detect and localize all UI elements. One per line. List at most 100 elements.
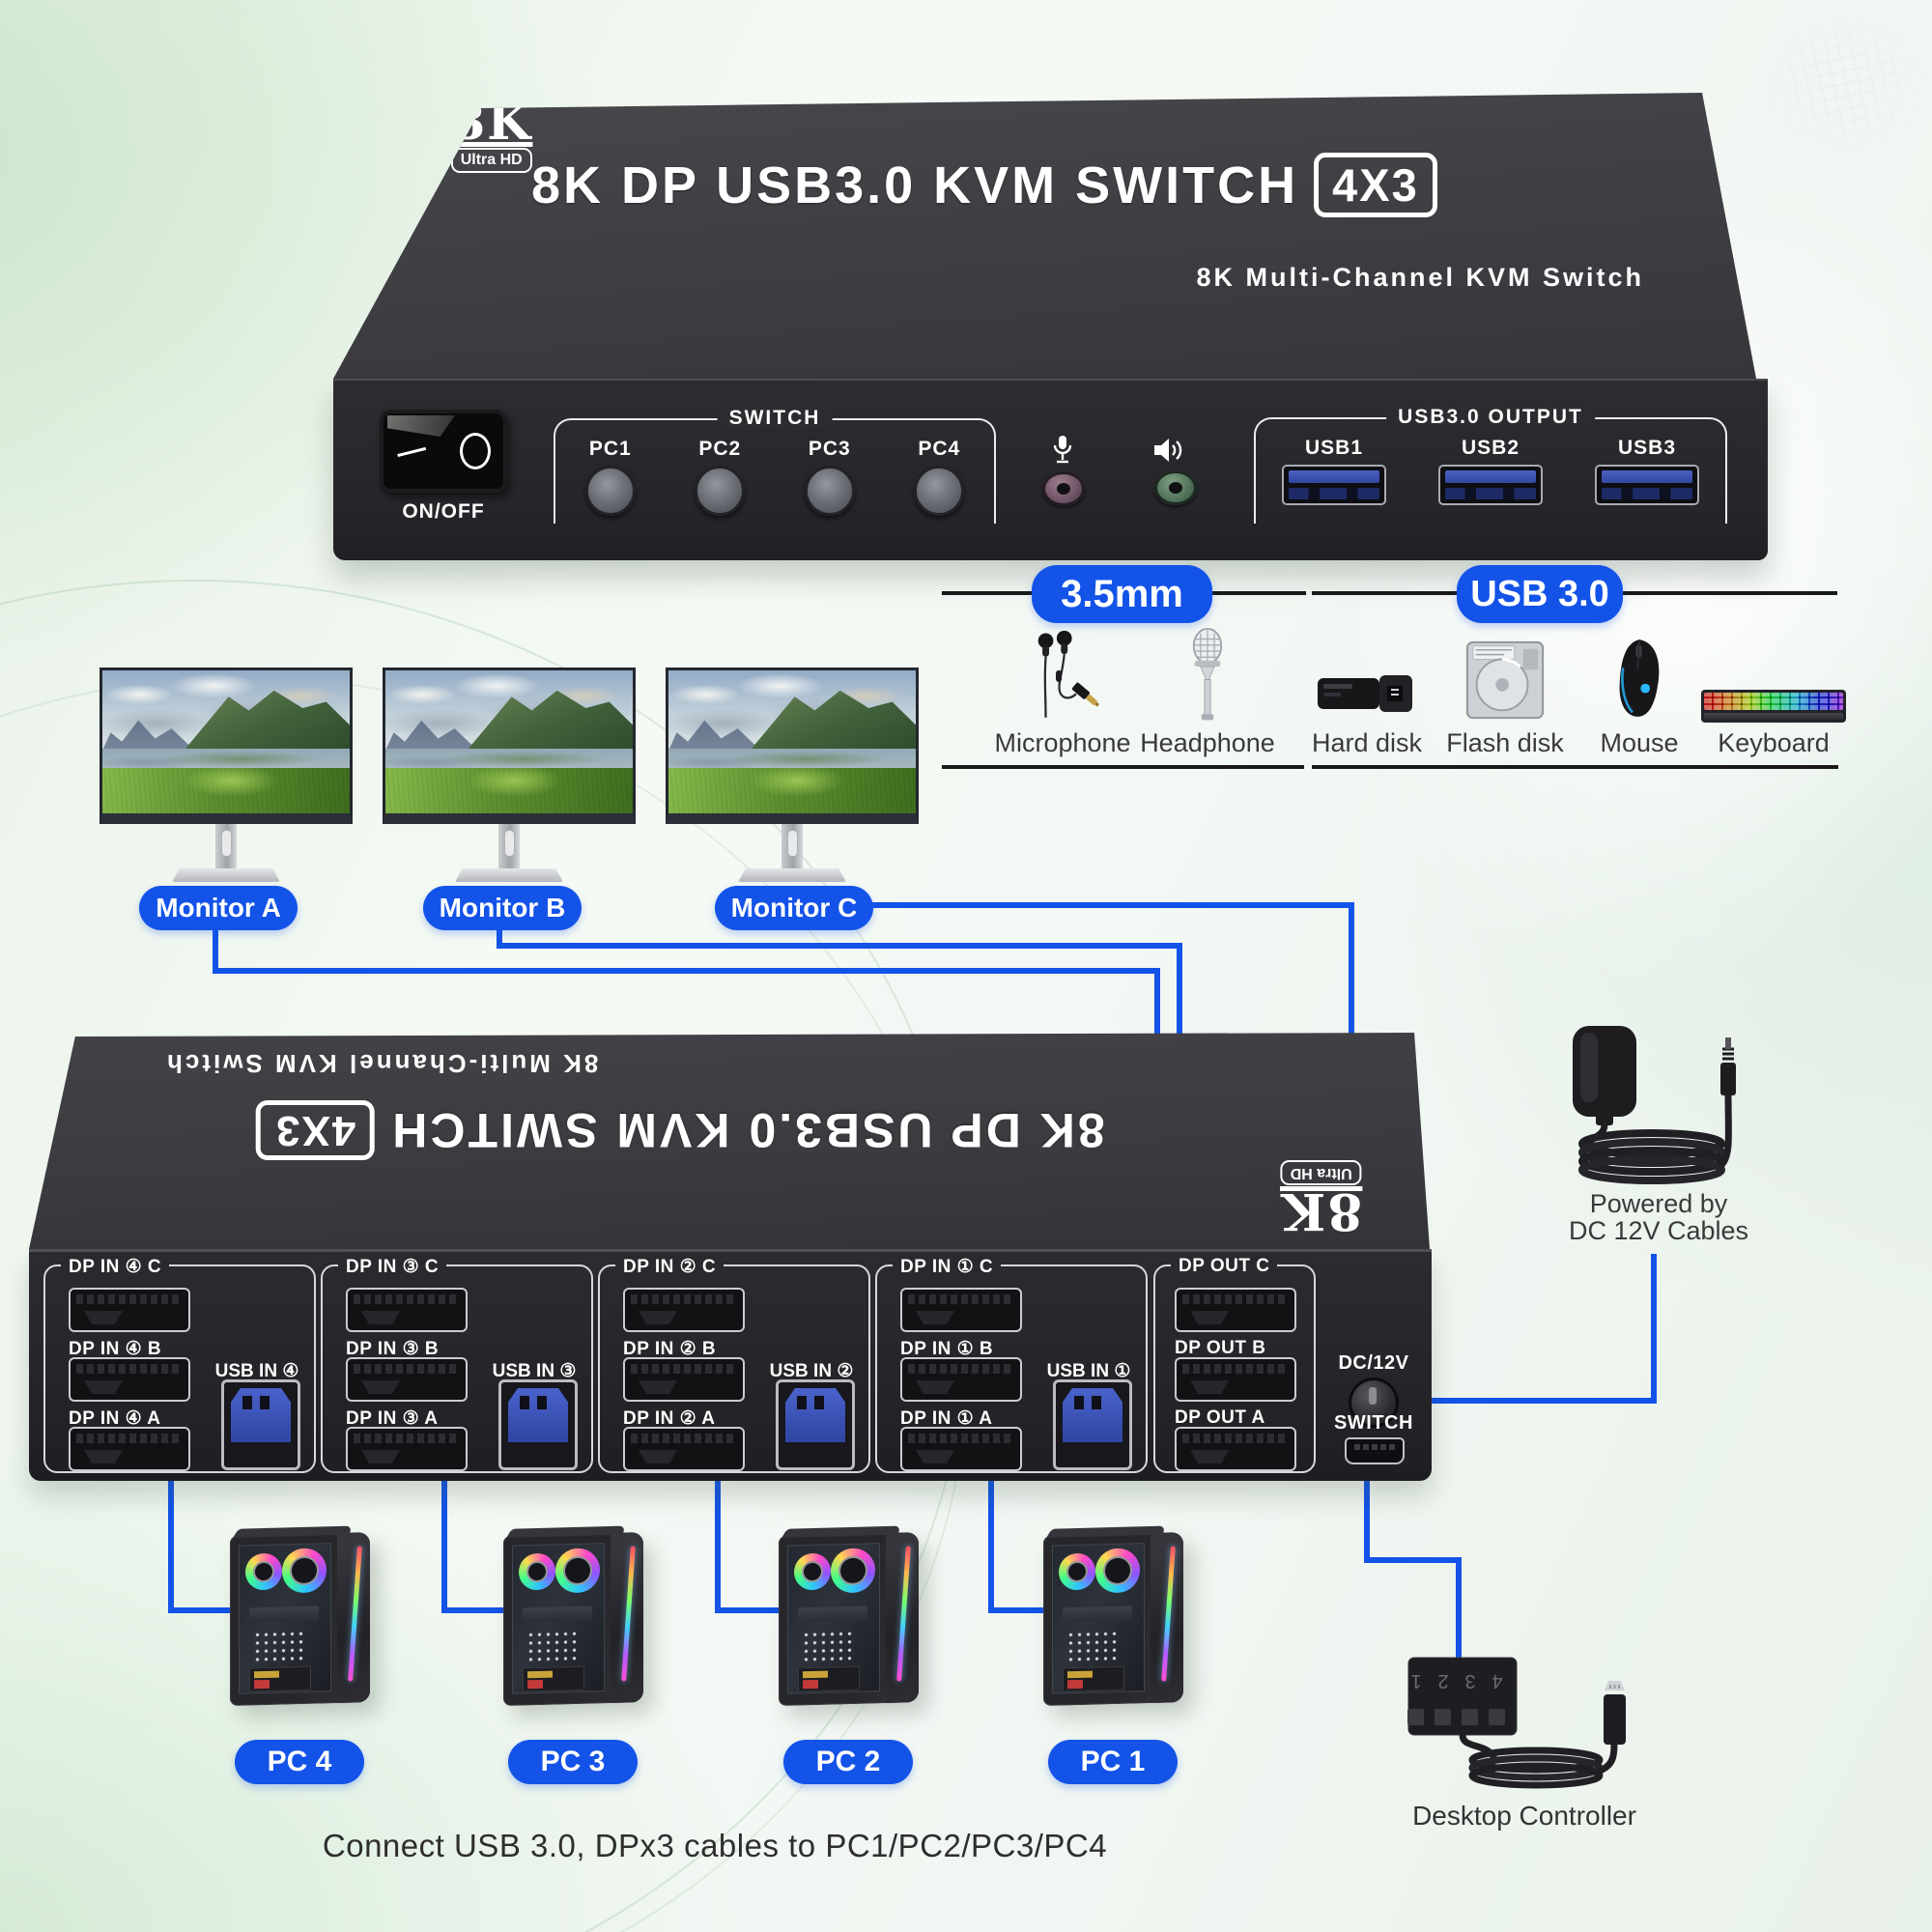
controller-digit: 4	[1492, 1670, 1502, 1691]
rgb-fan	[794, 1552, 831, 1591]
pc-gpu	[798, 1605, 867, 1623]
pc-gpu	[1063, 1605, 1132, 1623]
monitor-stand	[498, 824, 520, 868]
rgb-strip	[348, 1546, 362, 1682]
legend-item-mouse: Mouse	[1581, 628, 1697, 758]
device-title-row: 8K DP USB3.0 KVM SWITCH 4X3	[531, 153, 1437, 217]
rocker-on-mark: —	[392, 431, 429, 470]
switch-micro-usb-port	[1345, 1437, 1405, 1464]
usb-in-3-port	[498, 1379, 578, 1470]
pc2-select-unit: PC2	[695, 438, 746, 524]
cable-monitor-b	[497, 927, 502, 949]
pc2-button-label: PC2	[698, 438, 742, 460]
dp-in-1b-port	[900, 1357, 1022, 1402]
pc4-select-button	[914, 466, 965, 516]
landscape-grass	[668, 767, 916, 813]
controller-digit: 2	[1437, 1670, 1448, 1691]
pc1-button-label: PC1	[588, 438, 632, 460]
usb1-unit: USB1	[1282, 437, 1386, 524]
pc-drive-cage	[802, 1629, 854, 1664]
dp-in-4c-label: DP IN ④ C	[61, 1256, 170, 1278]
device-title: 8K DP USB3.0 KVM SWITCH	[531, 156, 1299, 214]
monitor-a-pill: Monitor A	[139, 886, 298, 930]
pc-front-panel	[1151, 1532, 1183, 1703]
cable-monitor-c	[869, 902, 1354, 908]
dp-in-1a-label: DP IN ① A	[900, 1408, 993, 1429]
usb-legend-pill: USB 3.0	[1457, 565, 1623, 623]
landscape-lake	[385, 749, 633, 773]
audio-legend-pill: 3.5mm	[1032, 565, 1212, 623]
monitor-stand	[781, 824, 803, 868]
legend-item-flash-disk: Flash disk	[1446, 628, 1564, 758]
power-adapter-caption: Powered by DC 12V Cables	[1538, 1190, 1779, 1244]
pc1-select-button	[584, 466, 636, 516]
microphone-icon	[1053, 436, 1072, 464]
rgb-fan	[555, 1548, 600, 1594]
pc-psu	[1063, 1665, 1124, 1692]
usb-in-3-label: USB IN ③	[492, 1361, 577, 1381]
keyboard-icon	[1701, 628, 1846, 723]
cable-monitor-a	[213, 968, 1160, 974]
pc-front-panel	[337, 1532, 370, 1703]
legend-divider-line	[942, 591, 1032, 595]
usb-in-2-port	[776, 1379, 855, 1470]
dp-in-2c-label: DP IN ② C	[615, 1256, 724, 1278]
dp-out-c-port	[1175, 1288, 1296, 1332]
monitor-c	[666, 668, 919, 882]
rgb-strip	[896, 1546, 911, 1682]
dp-in-3c-port	[346, 1288, 468, 1332]
pc4-tower	[230, 1532, 370, 1706]
cable-switch-controller	[1364, 1453, 1370, 1563]
monitor-base	[738, 868, 846, 882]
usb-in-4-port	[221, 1379, 300, 1470]
pc-gpu	[249, 1605, 319, 1623]
kvm-switch-rear-top-face: 8K Multi-Channel KVM Switch 8K DP USB3.0…	[29, 1033, 1430, 1249]
rear-title-rotated: 8K DP USB3.0 KVM SWITCH 4X3	[256, 1100, 1105, 1160]
usb-in-1-port	[1053, 1379, 1132, 1470]
8k-ultra-hd-logo: 8K Ultra HD	[450, 98, 532, 173]
usb-in-1-label: USB IN ①	[1046, 1361, 1131, 1381]
dp-out-b-label: DP OUT B	[1175, 1338, 1266, 1358]
dp-out-a-label: DP OUT A	[1175, 1407, 1265, 1428]
monitor-c-pill: Monitor C	[715, 886, 873, 930]
dp-in-2b-port	[623, 1357, 745, 1402]
cable-group2-pc2	[715, 1468, 721, 1613]
cable-group3-pc3	[441, 1468, 447, 1613]
cable-group3-pc3	[441, 1607, 509, 1613]
rgb-fan	[519, 1552, 555, 1591]
usb-output-group-label: USB3.0 OUTPUT	[1386, 406, 1595, 429]
footer-caption: Connect USB 3.0, DPx3 cables to PC1/PC2/…	[322, 1828, 1108, 1863]
rgb-fan	[1059, 1552, 1095, 1591]
legend-item-headphone: Headphone	[1140, 628, 1275, 758]
pc-drive-cage	[526, 1629, 579, 1664]
usb1-port	[1282, 465, 1386, 505]
dp-in-2b-label: DP IN ② B	[623, 1339, 717, 1359]
dp-out-b-port	[1175, 1357, 1296, 1402]
dp-in-2a-port	[623, 1427, 745, 1471]
input-group-pc2: DP IN ② C DP IN ② B DP IN ② A USB IN ②	[598, 1256, 870, 1473]
dc-power-jack	[1349, 1378, 1399, 1428]
legend-item-microphone: Microphone	[994, 628, 1131, 758]
rgb-fan	[245, 1552, 282, 1591]
pc2-tower	[779, 1532, 919, 1706]
legend-label: Keyboard	[1718, 728, 1830, 757]
headphone-jack	[1154, 470, 1197, 505]
usb2-label: USB2	[1461, 437, 1520, 459]
cable-switch-controller	[1456, 1557, 1462, 1663]
usb-output-group: USB3.0 OUTPUT USB1 USB2 USB3	[1254, 406, 1727, 524]
pc-side-window	[1052, 1543, 1145, 1694]
device-subtitle: 8K Multi-Channel KVM Switch	[1196, 263, 1644, 292]
desktop-controller-caption: Desktop Controller	[1412, 1801, 1636, 1831]
pc4-button-label: PC4	[918, 438, 961, 460]
dp-in-3a-label: DP IN ③ A	[346, 1408, 439, 1429]
usb3-port	[1595, 465, 1699, 505]
dp-in-3a-port	[346, 1427, 468, 1471]
switch-group-label: SWITCH	[717, 407, 833, 430]
rgb-fan	[831, 1548, 875, 1594]
pc-front-panel	[611, 1532, 643, 1703]
usb-flash-drive-icon	[1314, 628, 1420, 723]
usb-in-4-label: USB IN ④	[214, 1361, 299, 1381]
dp-in-3b-label: DP IN ③ B	[346, 1339, 440, 1359]
dc-12v-label: DC/12V	[1338, 1352, 1409, 1374]
